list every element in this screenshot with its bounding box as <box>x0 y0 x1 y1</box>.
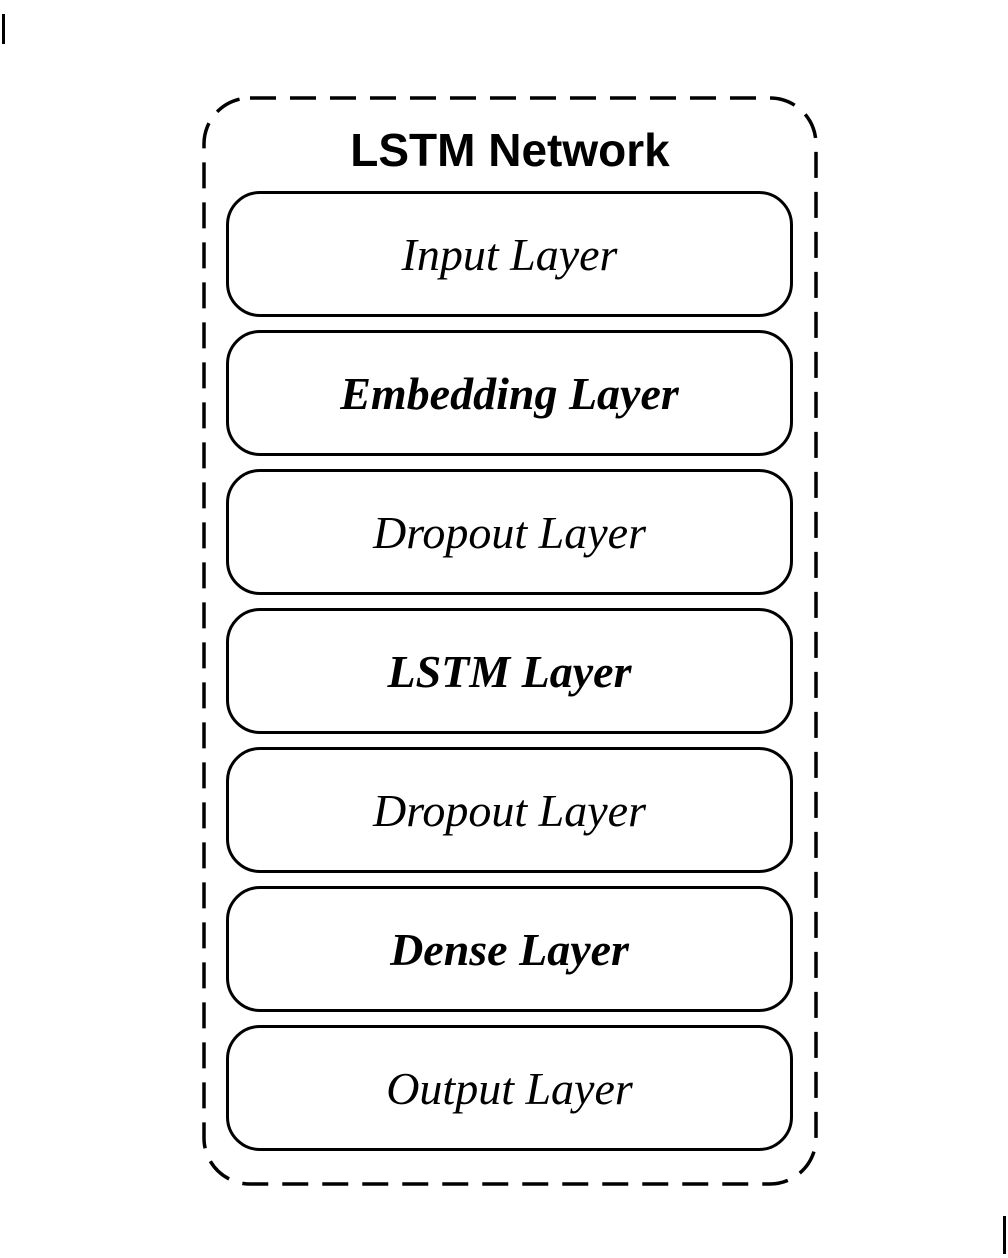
layer-label: Output Layer <box>386 1062 633 1114</box>
layer-box-embedding: Embedding Layer <box>226 330 793 456</box>
layer-label: LSTM Layer <box>387 645 632 697</box>
dashed-network-border <box>202 96 818 1186</box>
layer-label: Dropout Layer <box>372 784 646 836</box>
layer-label: Embedding Layer <box>340 367 679 419</box>
layer-box-input: Input Layer <box>226 191 793 317</box>
layer-label: Dropout Layer <box>372 506 646 558</box>
network-title: LSTM Network <box>350 124 670 176</box>
edge-mark-bottom-right <box>1003 1216 1006 1254</box>
edge-mark-top-left <box>2 14 5 44</box>
layer-box-output: Output Layer <box>226 1025 793 1151</box>
layer-box-dense: Dense Layer <box>226 886 793 1012</box>
layer-box-dropout-2: Dropout Layer <box>226 747 793 873</box>
layer-label: Dense Layer <box>390 923 629 975</box>
layer-box-dropout-1: Dropout Layer <box>226 469 793 595</box>
layer-box-lstm: LSTM Layer <box>226 608 793 734</box>
layer-label: Input Layer <box>401 228 618 280</box>
